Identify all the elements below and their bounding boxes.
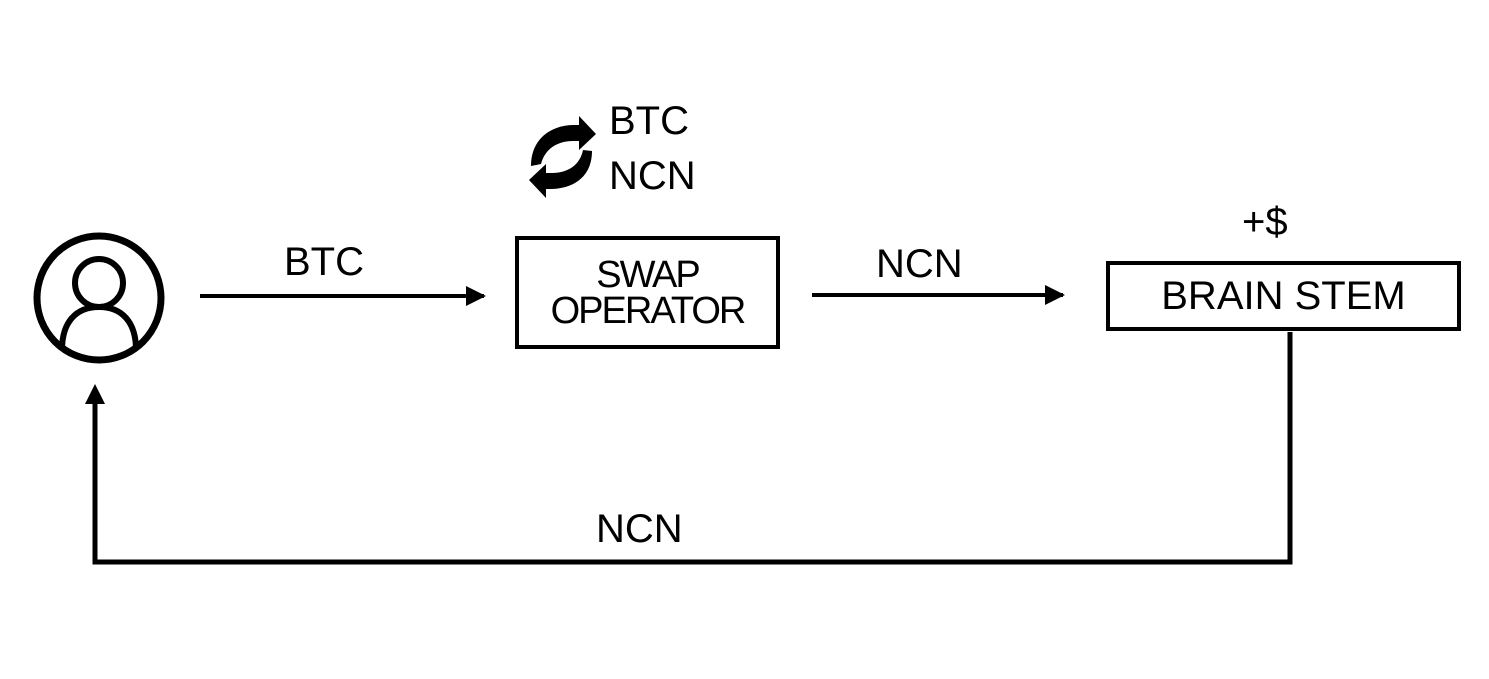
swap-arrows-icon (529, 116, 596, 198)
swap-operator-line2: OPERATOR (550, 289, 747, 332)
arrow-brain-to-user (92, 332, 1293, 565)
swap-operator-line1: SWAP (596, 253, 700, 296)
brain-stem-label: BRAIN STEM (1161, 274, 1406, 318)
arrowhead-brain-to-user (85, 384, 105, 404)
swap-pair-top-label: BTC (609, 99, 689, 143)
swap-operator-label: SWAP OPERATOR (550, 253, 747, 332)
edge-label-swap-to-brain: NCN (876, 242, 963, 286)
swap-operator-node: SWAP OPERATOR (515, 236, 780, 349)
arrowhead-user-to-swap (466, 286, 486, 306)
edge-label-user-to-swap: BTC (284, 240, 364, 284)
edge-label-brain-to-user: NCN (596, 507, 683, 551)
arrowhead-swap-to-brain (1045, 285, 1065, 305)
brain-stem-node: BRAIN STEM (1106, 261, 1461, 331)
brain-stem-annotation: +$ (1242, 200, 1288, 244)
swap-pair-bottom-label: NCN (609, 154, 696, 198)
user-circle-icon (33, 232, 165, 364)
